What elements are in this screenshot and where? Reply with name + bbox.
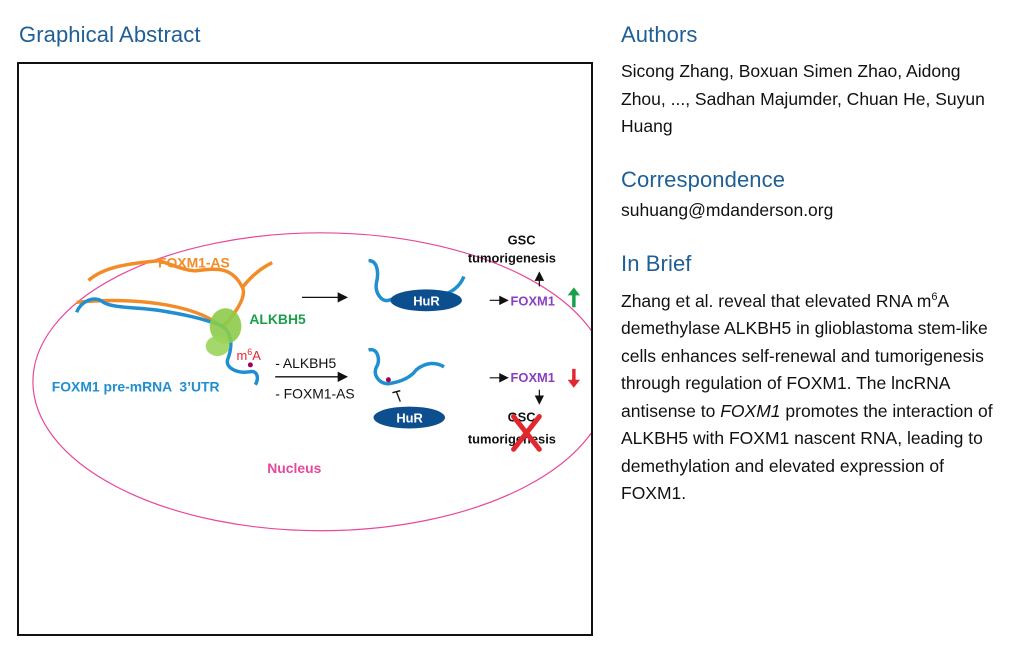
bottom-m6a-dot — [385, 377, 391, 383]
correspondence-email[interactable]: suhuang@mdanderson.org — [621, 200, 834, 220]
foxm1-top-label: FOXM1 — [511, 293, 555, 308]
pre-mrna-label: FOXM1 pre-mRNA 3’UTR — [52, 379, 220, 395]
abstract-diagram: Nucleus FOXM1-AS ALKBH5 m6A FOXM1 pre-mR… — [32, 232, 591, 532]
m6a-label: m6A — [236, 347, 261, 363]
bottom-mrna-strand — [368, 347, 445, 386]
m6a-dot — [247, 362, 253, 368]
in-brief-sup: 6 — [931, 291, 938, 303]
nucleus-ellipse — [32, 232, 591, 532]
foxm1-as-tail — [241, 261, 274, 289]
in-brief-text: Zhang et al. reveal that elevated RNA m6… — [621, 284, 1009, 508]
graphical-abstract-title: Graphical Abstract — [19, 22, 201, 47]
gsc-top-line1: GSC — [508, 233, 536, 248]
graphical-abstract-figure: Nucleus FOXM1-AS ALKBH5 m6A FOXM1 pre-mR… — [17, 62, 593, 636]
gsc-top-line2: tumorigenesis — [468, 251, 556, 266]
in-brief-part2: A demethylase ALKBH5 in glioblastoma ste… — [621, 290, 988, 421]
in-brief-title: In Brief — [621, 251, 692, 276]
alkbh5-label: ALKBH5 — [249, 311, 306, 327]
correspondence-title: Correspondence — [621, 167, 786, 192]
foxm1-as-label: FOXM1-AS — [158, 255, 230, 271]
minus-alkbh5-label: - ALKBH5 — [275, 355, 336, 371]
hur-inhibit-line — [395, 391, 401, 402]
alkbh5-protein — [209, 308, 242, 345]
gsc-bottom-line2: tumorigenesis — [468, 431, 556, 446]
hur-top — [390, 289, 462, 312]
in-brief-part3: promotes the interaction of ALKBH5 with … — [621, 400, 993, 504]
hur-inhibit-bar — [392, 389, 401, 394]
foxm1-as-strand — [76, 258, 246, 330]
hur-bottom-label: HuR — [396, 410, 423, 425]
down-arrow-icon — [567, 368, 581, 388]
hur-top-label: HuR — [413, 293, 440, 308]
nucleus-label: Nucleus — [267, 460, 321, 476]
up-arrow-icon — [567, 287, 581, 308]
in-brief-italic: FOXM1 — [720, 400, 781, 421]
hur-bottom — [373, 406, 446, 429]
cross-icon — [511, 414, 542, 452]
foxm1-bottom-label: FOXM1 — [511, 370, 555, 385]
alkbh5-protein-lobe — [205, 336, 230, 356]
minus-foxm1-as-label: - FOXM1-AS — [275, 386, 355, 402]
authors-title: Authors — [621, 22, 698, 47]
in-brief-part1: Zhang et al. reveal that elevated RNA m — [621, 290, 932, 311]
authors-list: Sicong Zhang, Boxuan Simen Zhao, Aidong … — [621, 61, 985, 136]
